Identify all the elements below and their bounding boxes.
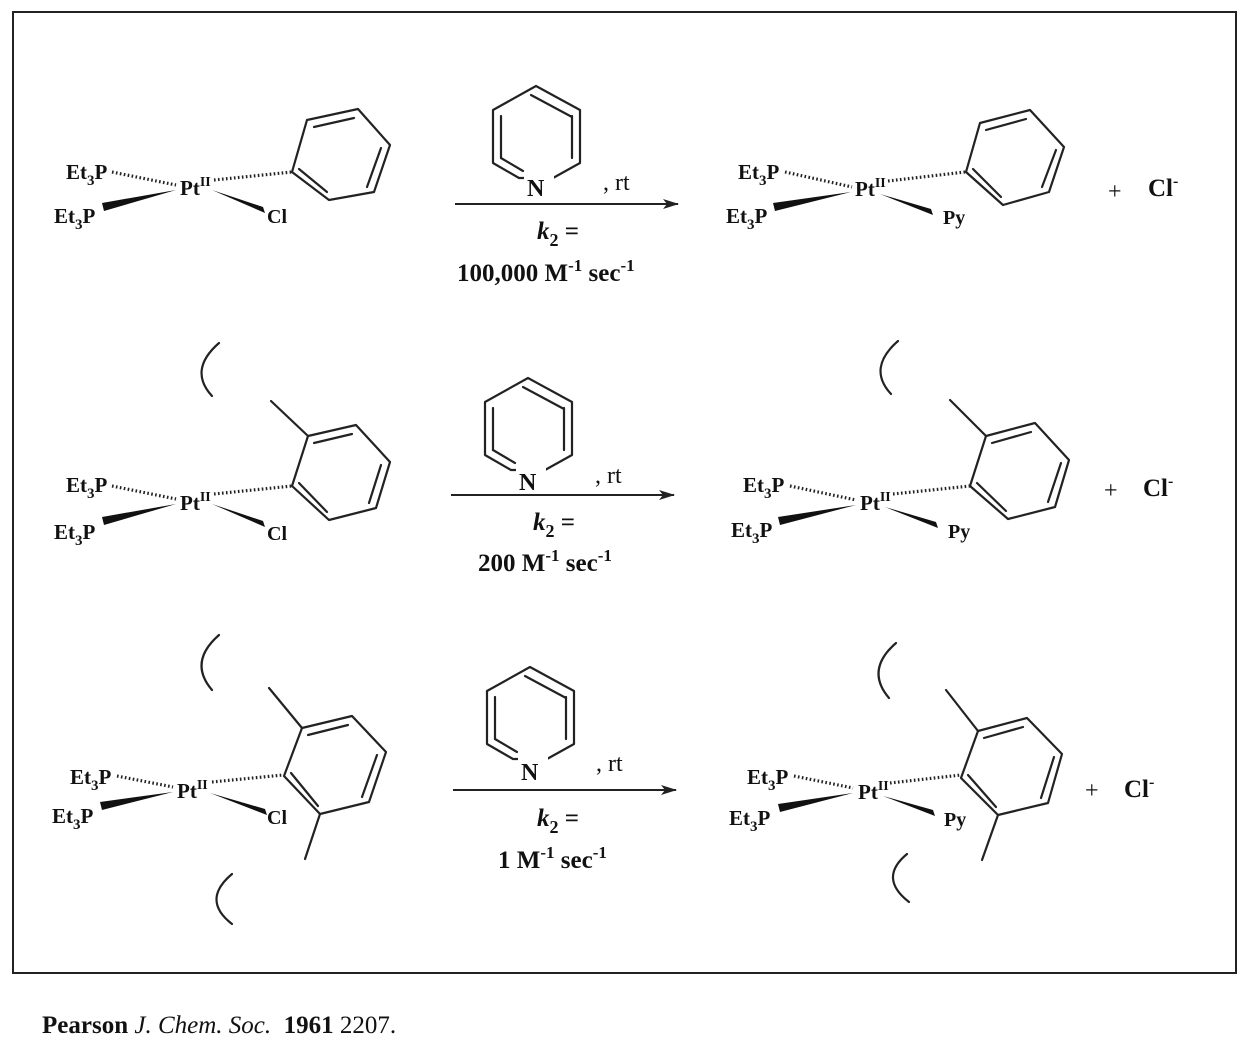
svg-text:Et3P: Et3P: [747, 765, 789, 794]
steric-arc: [891, 852, 911, 904]
methyl-bond: [269, 399, 310, 438]
steric-arc: [879, 339, 900, 396]
svg-text:Cl: Cl: [267, 807, 287, 829]
methyl-bond: [980, 813, 1000, 862]
reactant-complex-2: Et3P Et3P PtII Cl: [54, 341, 392, 549]
svg-text:Et3P: Et3P: [66, 160, 108, 189]
mesityl-ring: [944, 688, 1064, 862]
tolyl-ring: [269, 399, 392, 522]
svg-text:PtII: PtII: [855, 176, 886, 201]
product-complex-1: Et3P Et3P PtII Py: [726, 108, 1066, 233]
svg-text:k2 =: k2 =: [537, 805, 579, 837]
chloride-ion-2: Cl-: [1143, 473, 1173, 502]
rate-constant-1: 100,000 M-1 sec-1: [457, 256, 635, 287]
svg-text:Et3P: Et3P: [54, 520, 96, 549]
reactant-complex-1: Et3P Et3P PtII Cl: [54, 107, 392, 233]
rate-constant-2: 200 M-1 sec-1: [478, 546, 612, 577]
product-complex-3: Et3P Et3P PtII Py: [729, 641, 1064, 904]
svg-text:PtII: PtII: [180, 175, 211, 200]
svg-text:PtII: PtII: [860, 490, 891, 515]
svg-text:, rt: , rt: [603, 170, 630, 196]
svg-text:Py: Py: [943, 207, 965, 229]
svg-text:+: +: [1104, 478, 1118, 504]
steric-arc: [200, 633, 221, 692]
svg-text:Et3P: Et3P: [738, 160, 780, 189]
reagent-pyridine-1: N: [491, 84, 582, 202]
svg-text:Et3P: Et3P: [729, 806, 771, 835]
chloride-ion-1: Cl-: [1148, 173, 1178, 202]
svg-text:N: N: [527, 176, 545, 202]
reaction-row-1: Et3P Et3P PtII Cl N , rt k2 = 100,000 M-…: [54, 84, 1178, 287]
svg-text:Et3P: Et3P: [743, 473, 785, 502]
phenyl-ring: [290, 107, 392, 202]
reagent-pyridine-3: N: [485, 665, 576, 786]
reagent-pyridine-2: N: [483, 376, 574, 496]
scheme-frame: [12, 11, 1237, 974]
svg-text:Et3P: Et3P: [70, 765, 112, 794]
svg-text:+: +: [1085, 778, 1099, 804]
svg-text:Et3P: Et3P: [66, 473, 108, 502]
steric-arc: [215, 872, 234, 926]
svg-text:k2 =: k2 =: [533, 509, 575, 541]
chloride-ion-3: Cl-: [1124, 774, 1154, 803]
svg-text:+: +: [1108, 179, 1122, 205]
svg-text:Cl: Cl: [267, 523, 287, 545]
svg-text:, rt: , rt: [595, 463, 622, 489]
reaction-row-2: Et3P Et3P PtII Cl N , rt k2 = 200 M-1 se…: [54, 339, 1173, 577]
svg-text:N: N: [521, 760, 539, 786]
citation-page: 2207.: [339, 1012, 397, 1039]
methyl-bond: [944, 688, 980, 733]
svg-text:PtII: PtII: [177, 778, 208, 803]
svg-text:k2 =: k2 =: [537, 218, 579, 250]
steric-arc: [877, 641, 898, 700]
citation-year: 1961: [283, 1012, 334, 1039]
steric-arc: [200, 341, 221, 398]
citation-journal: J. Chem. Soc.: [134, 1012, 272, 1039]
mesityl-ring: [267, 686, 388, 861]
reactant-complex-3: Et3P Et3P PtII Cl: [52, 633, 388, 926]
svg-text:N: N: [519, 470, 537, 496]
methyl-bond: [267, 686, 304, 730]
svg-text:Et3P: Et3P: [731, 518, 773, 547]
product-complex-2: Et3P Et3P PtII Py: [731, 339, 1071, 547]
svg-text:Cl: Cl: [267, 206, 287, 228]
svg-text:Py: Py: [944, 809, 966, 831]
svg-text:Et3P: Et3P: [52, 804, 94, 833]
citation: Pearson J. Chem. Soc. 1961 2207.: [42, 1012, 396, 1040]
phenyl-ring: [964, 108, 1066, 207]
reaction-scheme: Et3P Et3P PtII Cl N , rt k2 = 100,000 M-…: [12, 11, 1237, 974]
tolyl-ring: [948, 398, 1071, 521]
methyl-bond: [303, 812, 322, 861]
methyl-bond: [948, 398, 988, 438]
rate-constant-3: 1 M-1 sec-1: [498, 843, 607, 874]
svg-text:PtII: PtII: [858, 779, 889, 804]
svg-text:PtII: PtII: [180, 490, 211, 515]
svg-text:Et3P: Et3P: [54, 204, 96, 233]
reaction-row-3: Et3P Et3P PtII Cl N , rt k2 = 1 M-1 sec-…: [52, 633, 1154, 926]
citation-author: Pearson: [42, 1012, 129, 1039]
svg-text:, rt: , rt: [596, 751, 623, 777]
svg-text:Py: Py: [948, 521, 970, 543]
svg-text:Et3P: Et3P: [726, 204, 768, 233]
